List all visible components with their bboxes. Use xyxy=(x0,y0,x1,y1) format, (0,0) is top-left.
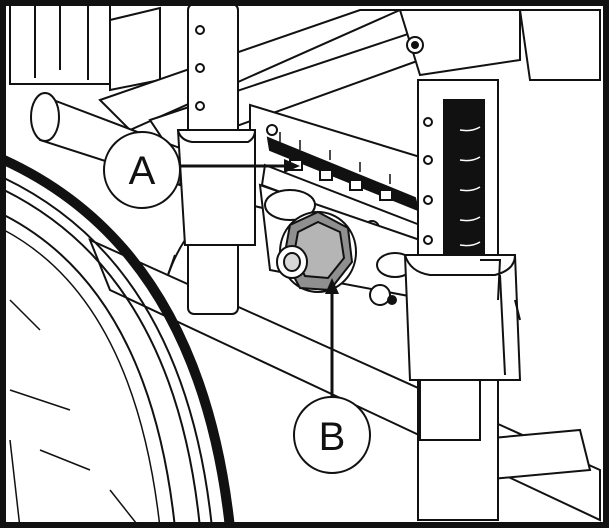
callout-b: B xyxy=(293,396,371,474)
rear-wheel xyxy=(1,155,235,528)
callout-b-label: B xyxy=(319,415,346,459)
callout-b-pointer xyxy=(325,278,339,398)
upper-right-tube xyxy=(398,9,601,81)
top-left-bracket xyxy=(9,3,161,92)
callout-a-pointer xyxy=(178,159,300,173)
callout-b-circle xyxy=(293,396,371,474)
callout-a-circle xyxy=(103,131,181,209)
callout-a-label: A xyxy=(129,149,156,193)
adjustment-bolt xyxy=(276,210,357,293)
right-vertical-tube xyxy=(403,79,522,521)
callout-a: A xyxy=(103,131,181,209)
left-vertical-tube xyxy=(167,3,256,315)
